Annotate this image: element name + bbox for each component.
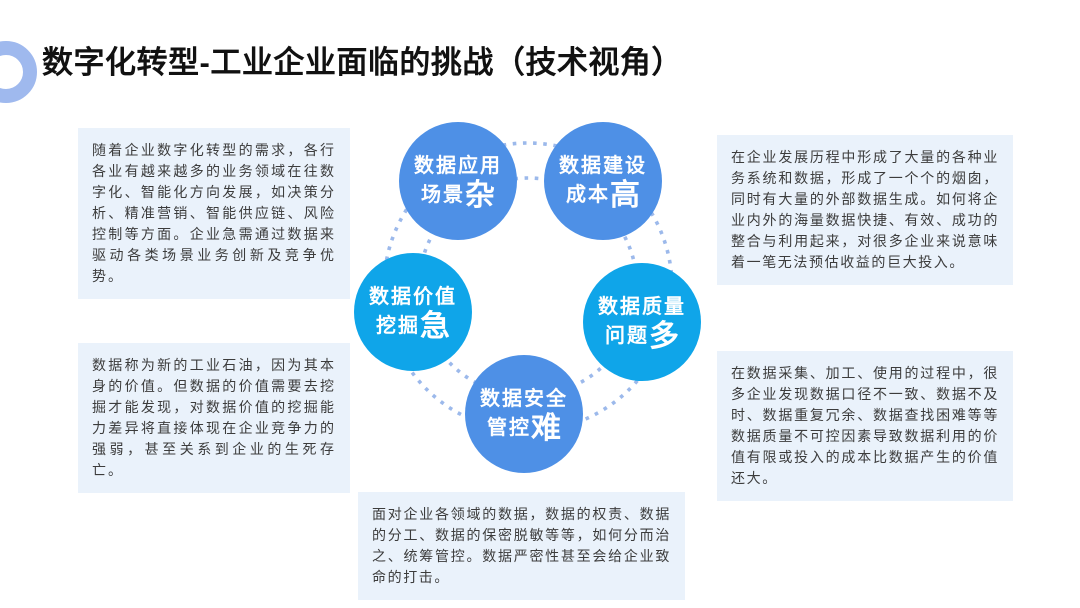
note-top-right: 在企业发展历程中形成了大量的各种业务系统和数据，形成了一个个的烟囱，同时有大量的… [717,135,1013,285]
bubble-line-2-text: 挖掘 [376,315,420,337]
bubble-line-1: 数据建设 [559,154,647,177]
bubble-line-2: 问题多 [605,319,679,353]
bubble-line-2: 场景杂 [421,178,495,212]
bubble-line-2-text: 管控 [487,417,531,439]
bubble-line-2: 成本高 [566,178,640,212]
bubble-emphasis-char: 杂 [465,178,495,212]
bubble-data-construction-cost: 数据建设 成本高 [544,122,662,240]
bubble-line-1: 数据应用 [414,154,502,177]
bubble-line-2: 挖掘急 [376,309,450,343]
bubble-line-2-text: 场景 [421,184,465,206]
bubble-line-1: 数据安全 [480,387,568,410]
note-top-right-text: 在企业发展历程中形成了大量的各种业务系统和数据，形成了一个个的烟囱，同时有大量的… [731,149,999,270]
bubble-line-1: 数据价值 [369,285,457,308]
note-top-left-text: 随着企业数字化转型的需求，各行各业有越来越多的业务领域在往数字化、智能化方向发展… [92,142,336,284]
note-bottom-center-text: 面对企业各领域的数据，数据的权责、数据的分工、数据的保密脱敏等等，如何分而治之、… [372,506,671,585]
bubble-emphasis-char: 多 [649,319,679,353]
bubble-line-2: 管控难 [487,411,561,445]
bubble-data-quality-issues: 数据质量 问题多 [583,263,701,381]
note-bottom-left-text: 数据称为新的工业石油，因为其本身的价值。但数据的价值需要去挖掘才能发现，对数据价… [92,357,336,478]
note-bottom-left: 数据称为新的工业石油，因为其本身的价值。但数据的价值需要去挖掘才能发现，对数据价… [78,343,350,493]
slide-title: 数字化转型-工业企业面临的挑战（技术视角） [42,45,683,80]
bubble-line-2-text: 问题 [605,325,649,347]
bubble-emphasis-char: 难 [531,411,561,445]
bubble-data-application-scenarios: 数据应用 场景杂 [399,122,517,240]
note-top-left: 随着企业数字化转型的需求，各行各业有越来越多的业务领域在往数字化、智能化方向发展… [78,128,350,299]
bubble-emphasis-char: 高 [610,178,640,212]
bubble-emphasis-char: 急 [420,309,450,343]
bubble-data-value-mining: 数据价值 挖掘急 [354,253,472,371]
note-bottom-right-text: 在数据采集、加工、使用的过程中，很多企业发现数据口径不一致、数据不及时、数据重复… [731,365,999,486]
note-bottom-center: 面对企业各领域的数据，数据的权责、数据的分工、数据的保密脱敏等等，如何分而治之、… [358,492,685,600]
bubble-line-2-text: 成本 [566,184,610,206]
bubble-line-1: 数据质量 [598,295,686,318]
bubble-data-security-control: 数据安全 管控难 [465,355,583,473]
note-bottom-right: 在数据采集、加工、使用的过程中，很多企业发现数据口径不一致、数据不及时、数据重复… [717,351,1013,501]
